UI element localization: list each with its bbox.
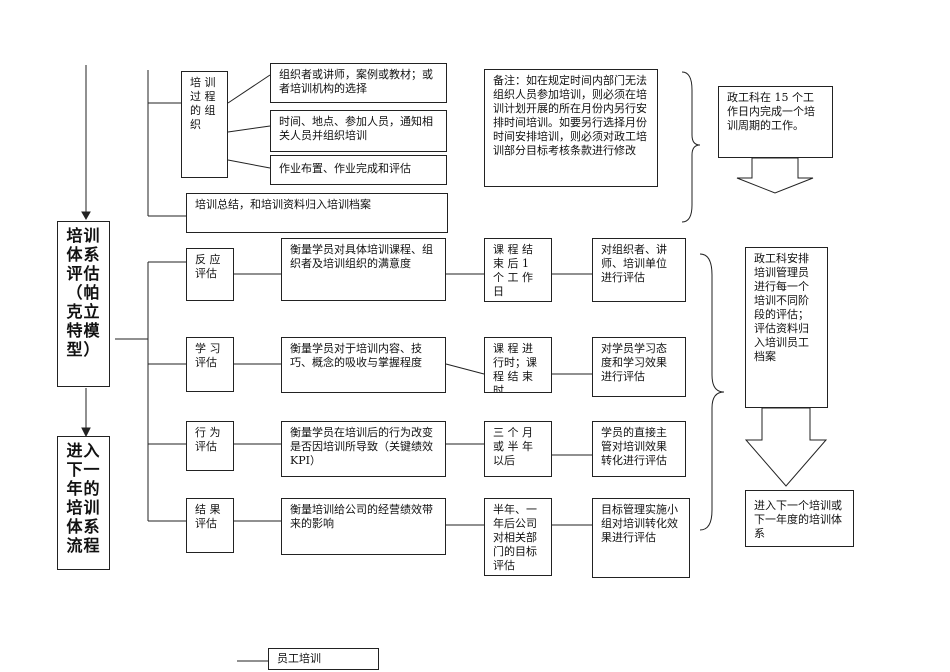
process-organization-box: 培 训 过 程 的 组 织 — [181, 71, 228, 178]
process-item-organizer: 组织者或讲师，案例或教材；或者培训机构的选择 — [270, 63, 447, 103]
level-reaction-label: 反 应 评估 — [186, 248, 234, 301]
process-note-box: 备注：如在规定时间内部门无法组织人员参加培训，则必须在培训计划开展的所在月份内另… — [484, 69, 658, 187]
level-behavior-timing: 三 个 月 或 半 年 以后 — [484, 421, 552, 477]
level-reaction-evaluator: 对组织者、讲师、培训单位进行评估 — [592, 238, 686, 302]
process-item-homework: 作业布置、作业完成和评估 — [270, 155, 447, 185]
level-result-timing: 半年、一 年后公司 对相关部 门的目标 评估 — [484, 498, 552, 576]
level-result-label: 结 果 评估 — [186, 498, 234, 553]
level-reaction-timing: 课 程 结 束 后 1 个 工 作 日 — [484, 238, 552, 302]
level-result-desc: 衡量培训给公司的经营绩效带来的影响 — [281, 498, 446, 555]
next-cycle-box: 进入下一个培训或下一年度的培训体系 — [745, 490, 854, 547]
level-behavior-desc: 衡量学员在培训后的行为改变是否因培训所导致（关键绩效 KPI） — [281, 421, 446, 477]
level-reaction-desc: 衡量学员对具体培训课程、组织者及培训组织的满意度 — [281, 238, 446, 301]
process-summary-box: 培训总结，和培训资料归入培训档案 — [186, 193, 448, 233]
evaluation-system-box: 培训 体系 评估 （帕 克立 特模 型） — [57, 221, 110, 387]
level-behavior-evaluator: 学员的直接主管对培训效果转化进行评估 — [592, 421, 686, 477]
employee-training-box: 员工培训 — [268, 648, 379, 670]
level-behavior-label: 行 为 评估 — [186, 421, 234, 471]
deadline-box: 政工科在 15 个工作日内完成一个培训周期的工作。 — [718, 86, 833, 158]
level-learning-evaluator: 对学员学习态度和学习效果进行评估 — [592, 337, 686, 397]
level-result-evaluator: 目标管理实施小组对培训转化效果进行评估 — [592, 498, 690, 578]
process-item-schedule: 时间、地点、参加人员，通知相关人员并组织培训 — [270, 110, 447, 152]
archive-box: 政工科安排培训管理员进行每一个培训不同阶段的评估；评估资料归入培训员工档案 — [745, 247, 828, 408]
level-learning-desc: 衡量学员对于培训内容、技巧、概念的吸收与掌握程度 — [281, 337, 446, 393]
next-year-flow-box: 进入 下一 年的 培训 体系 流程 — [57, 436, 110, 570]
level-learning-timing: 课 程 进 行时；课 程 结 束 时 — [484, 337, 552, 393]
level-learning-label: 学 习 评估 — [186, 337, 234, 392]
